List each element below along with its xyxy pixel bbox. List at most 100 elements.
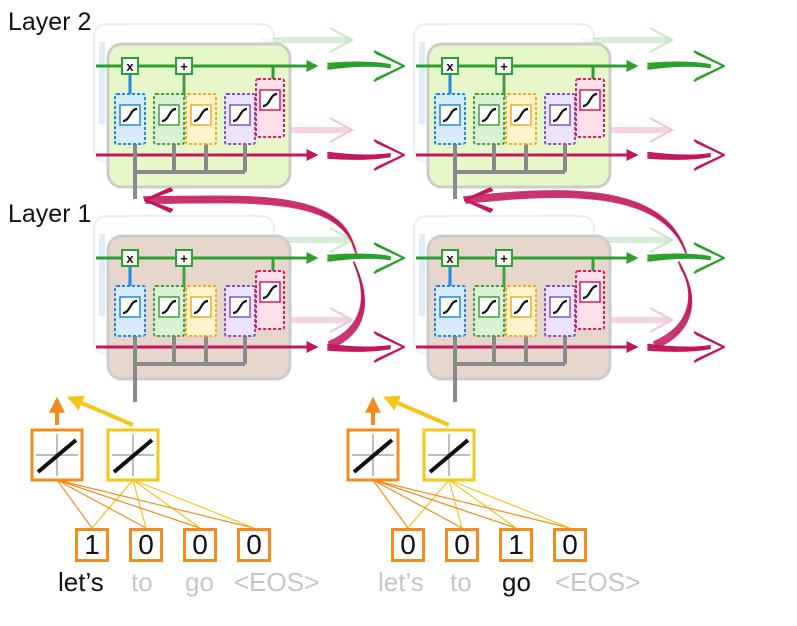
- layer-1-label: Layer 1: [8, 200, 92, 228]
- tanh-icon: [259, 281, 281, 303]
- sigmoid-icon: [229, 104, 251, 126]
- embedding-connection: [132, 479, 255, 529]
- tanh-output: [575, 270, 605, 330]
- token-label: go: [185, 567, 214, 597]
- embedding-connection: [372, 479, 517, 529]
- cell-state-output-arrow: [327, 50, 405, 82]
- tanh-icon: [579, 89, 601, 111]
- add-gate-icon: +: [175, 249, 193, 267]
- layer1-to-layer2-arrow: [142, 187, 358, 254]
- multiply-gate-icon: x: [441, 57, 459, 75]
- sigmoid-icon: [439, 104, 461, 126]
- forget-gate: [434, 285, 466, 337]
- token-label: <EOS>: [234, 567, 320, 597]
- sigmoid-icon: [549, 104, 571, 126]
- input-gate: [473, 285, 505, 337]
- hidden-state-output-arrow: [327, 139, 405, 171]
- tanh-output: [575, 78, 605, 138]
- linear-embedding-icon: [352, 438, 394, 474]
- tanh-icon: [190, 296, 212, 318]
- multiply-gate-icon: x: [121, 57, 139, 75]
- svg-text:x: x: [446, 59, 454, 74]
- svg-text:x: x: [126, 59, 134, 74]
- embedding-connection: [56, 479, 201, 529]
- embedding-connection: [372, 479, 409, 529]
- tanh-icon: [190, 104, 212, 126]
- cell-state-output-arrow: [327, 242, 405, 274]
- token-label: to: [450, 567, 472, 597]
- add-gate-icon: +: [175, 57, 193, 75]
- tanh-output: [255, 270, 285, 330]
- output-gate: [224, 93, 256, 145]
- tanh-icon: [510, 104, 532, 126]
- add-gate-icon: +: [495, 249, 513, 267]
- one-hot-cell: 0: [183, 528, 217, 562]
- output-gate: [544, 93, 576, 145]
- tanh-icon: [259, 89, 281, 111]
- input-gate: [153, 93, 185, 145]
- cell-state-output-arrow: [647, 242, 725, 274]
- linear-embedding-icon: [112, 438, 154, 474]
- embedding-unit-secondary: [106, 428, 160, 482]
- tanh-output: [255, 78, 285, 138]
- tanh-icon: [579, 281, 601, 303]
- token-label: go: [502, 567, 531, 597]
- embedding-connection: [448, 479, 463, 529]
- forget-gate: [114, 93, 146, 145]
- one-hot-cell: 0: [391, 528, 425, 562]
- svg-text:x: x: [126, 251, 134, 266]
- token-label: to: [131, 567, 153, 597]
- linear-embedding-icon: [36, 438, 78, 474]
- output-gate: [544, 285, 576, 337]
- one-hot-cell: 0: [445, 528, 479, 562]
- multiply-gate-icon: x: [441, 249, 459, 267]
- embedding-connection: [91, 479, 134, 529]
- layer1-to-layer2-arrow: [462, 187, 688, 254]
- embedding-unit-primary: [346, 428, 400, 482]
- forget-gate: [434, 93, 466, 145]
- token-label: let’s: [378, 567, 424, 597]
- sigmoid-icon: [119, 104, 141, 126]
- embedding-connection: [407, 479, 450, 529]
- svg-text:+: +: [500, 59, 508, 74]
- embedding-connection: [56, 479, 147, 529]
- svg-text:x: x: [446, 251, 454, 266]
- embedding-connection: [372, 479, 463, 529]
- sigmoid-icon: [119, 296, 141, 318]
- hidden-state-output-arrow: [647, 331, 725, 363]
- sigmoid-icon: [229, 296, 251, 318]
- embedding-connection: [132, 479, 201, 529]
- sigmoid-icon: [439, 296, 461, 318]
- one-hot-cell: 1: [75, 528, 109, 562]
- hidden-loop-arrow: [652, 261, 693, 349]
- candidate-gate: [185, 93, 217, 145]
- sigmoid-icon: [158, 104, 180, 126]
- embedding-unit-primary: [30, 428, 84, 482]
- forget-gate: [114, 285, 146, 337]
- sigmoid-icon: [549, 296, 571, 318]
- layer-2-label: Layer 2: [8, 8, 92, 36]
- hidden-state-output-arrow: [647, 139, 725, 171]
- cell-state-output-arrow: [647, 50, 725, 82]
- token-label: let’s: [58, 567, 104, 597]
- embedding-arrow-icon: [383, 395, 450, 427]
- embedding-arrow-icon: [67, 395, 134, 427]
- embedding-unit-secondary: [422, 428, 476, 482]
- add-gate-icon: +: [495, 57, 513, 75]
- sigmoid-icon: [478, 296, 500, 318]
- embedding-connection: [372, 479, 571, 529]
- embedding-connection: [56, 479, 255, 529]
- input-gate: [153, 285, 185, 337]
- embedding-connection: [448, 479, 517, 529]
- token-label: <EOS>: [555, 567, 641, 597]
- candidate-gate: [185, 285, 217, 337]
- one-hot-cell: 1: [499, 528, 533, 562]
- output-gate: [224, 285, 256, 337]
- linear-embedding-icon: [428, 438, 470, 474]
- one-hot-cell: 0: [237, 528, 271, 562]
- sigmoid-icon: [478, 104, 500, 126]
- input-gate: [473, 93, 505, 145]
- svg-text:+: +: [180, 59, 188, 74]
